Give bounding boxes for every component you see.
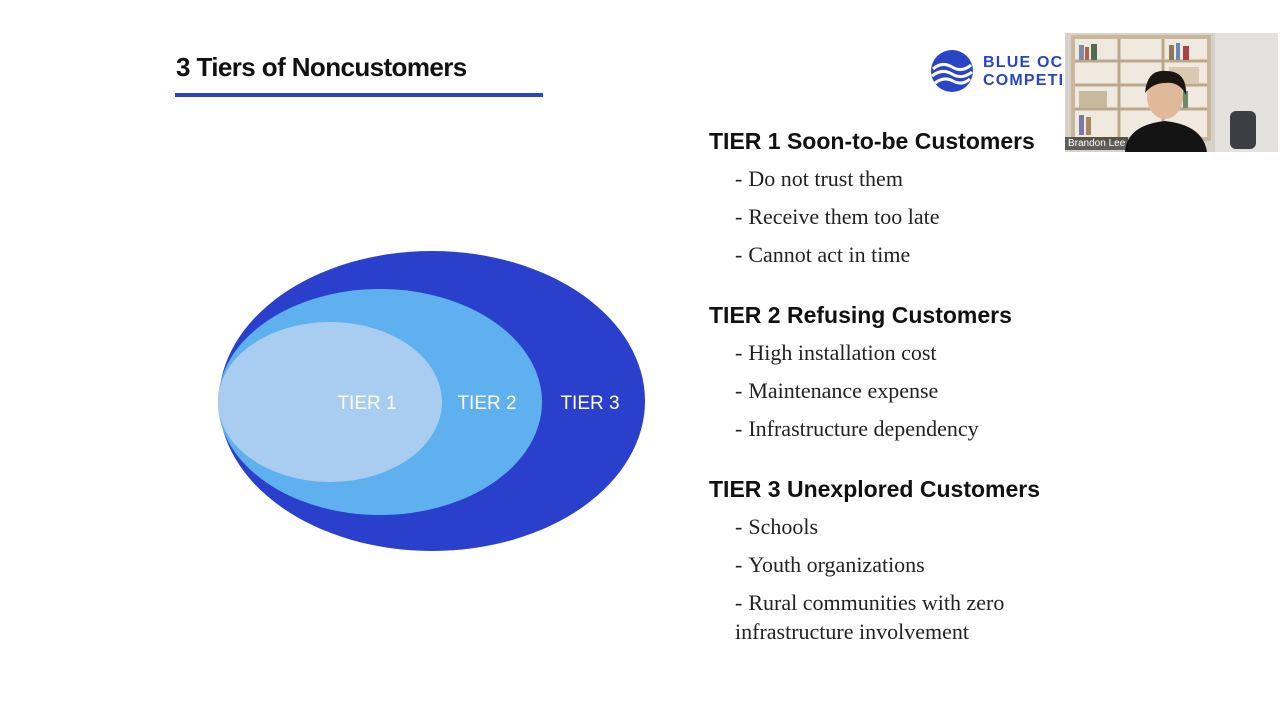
tier3-heading: TIER 3 Unexplored Customers [709, 476, 1041, 502]
wave-globe-icon [931, 50, 973, 92]
tier1-bullet: -Do not trust them [735, 166, 903, 191]
tier1-label: TIER 1 [337, 393, 396, 414]
brand-logo: BLUE OC COMPETI [930, 49, 1080, 95]
tier1-ellipse [218, 322, 442, 482]
participant-name-label: Brandon Lee [1065, 137, 1129, 150]
tier3-bullet: -Youth organizations [735, 552, 925, 577]
tier2-label: TIER 2 [457, 393, 516, 414]
tier1-bullet: -Cannot act in time [735, 242, 911, 267]
tier3-label: TIER 3 [560, 393, 619, 414]
tier3-bullet: -Rural communities with zero infrastruct… [735, 590, 1005, 644]
tier2-bullet: -High installation cost [735, 340, 937, 365]
tier-venn-diagram: TIER 1 TIER 2 TIER 3 [218, 251, 645, 551]
video-feed [1065, 33, 1278, 152]
tier1-bullet: -Receive them too late [735, 204, 940, 229]
tier2-bullet: -Maintenance expense [735, 378, 939, 403]
tier3-description: TIER 3 Unexplored Customers -Schools -Yo… [709, 475, 1069, 646]
tier2-description: TIER 2 Refusing Customers -High installa… [709, 301, 1069, 443]
tier1-heading: TIER 1 Soon-to-be Customers [709, 128, 1035, 154]
logo-text-line1: BLUE OC [983, 54, 1064, 71]
title-underline [175, 93, 543, 97]
tier1-description: TIER 1 Soon-to-be Customers -Do not trus… [709, 127, 1069, 269]
participant-video-tile[interactable]: Brandon Lee [1065, 33, 1278, 152]
slide-title: 3 Tiers of Noncustomers [176, 52, 467, 82]
logo-text-line2: COMPETI [983, 72, 1065, 89]
tier2-bullet: -Infrastructure dependency [735, 416, 979, 441]
tier2-heading: TIER 2 Refusing Customers [709, 302, 1012, 328]
tier3-bullet: -Schools [735, 514, 819, 539]
